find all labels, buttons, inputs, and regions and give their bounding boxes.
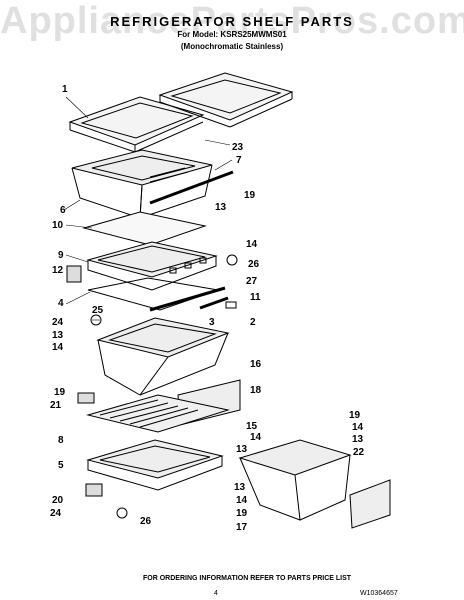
callout-label: 26 — [140, 516, 152, 527]
page-number: 4 — [214, 590, 218, 597]
callout-label: 17 — [236, 522, 248, 533]
callout-label: 1 — [62, 84, 68, 95]
glass-shelf-lower — [86, 394, 230, 433]
slide-part — [199, 296, 229, 310]
callout-label: 13 — [52, 330, 64, 341]
callout-label: 14 — [352, 422, 364, 433]
shelf-frame — [86, 439, 224, 491]
right-drawer — [238, 439, 352, 521]
drawer-rail — [149, 170, 234, 205]
callout-label: 23 — [232, 142, 244, 153]
lower-drawer — [96, 317, 230, 396]
callout-label: 25 — [92, 305, 104, 316]
side-rail — [149, 286, 226, 312]
clip — [225, 301, 237, 309]
callout-label: 4 — [58, 298, 64, 309]
callout-label: 14 — [246, 239, 258, 250]
callout-label: 10 — [52, 220, 64, 231]
callout-label: 21 — [50, 400, 62, 411]
roller-wheel — [90, 314, 102, 326]
page-title: REFRIGERATOR SHELF PARTS — [110, 14, 354, 29]
small-clip — [85, 483, 103, 497]
callout-label: 18 — [250, 385, 262, 396]
roller-wheel-bottom — [116, 507, 128, 519]
callout-label: 5 — [58, 460, 64, 471]
callout-label: 14 — [250, 432, 262, 443]
callout-label: 13 — [352, 434, 364, 445]
model-line: For Model: KSRS25MWMS01 — [177, 30, 287, 39]
callout-label: 20 — [52, 495, 64, 506]
crisper-cover-frame — [86, 241, 218, 291]
upper-crisper-drawer — [71, 149, 213, 219]
ordering-note: FOR ORDERING INFORMATION REFER TO PARTS … — [143, 575, 352, 582]
callout-label: 9 — [58, 250, 64, 261]
callout-label: 14 — [52, 342, 64, 353]
callout-label: 8 — [58, 435, 64, 446]
callout-label: 13 — [234, 482, 246, 493]
callout-label: 7 — [236, 155, 242, 166]
handle-clip — [77, 392, 95, 404]
callout-label: 16 — [250, 359, 262, 370]
callout-label: 3 — [209, 317, 215, 328]
callout-label: 19 — [236, 508, 248, 519]
callout-label: 12 — [52, 265, 64, 276]
glass-shelf-left — [68, 96, 205, 153]
cover-glass — [82, 211, 207, 246]
callout-label: 19 — [349, 410, 361, 421]
callout-label: 24 — [50, 508, 62, 519]
cover-panel — [87, 277, 219, 311]
callout-label: 27 — [246, 276, 258, 287]
callout-label: 15 — [246, 421, 258, 432]
callout-label: 11 — [250, 292, 261, 303]
callout-label: 19 — [244, 190, 256, 201]
watermark: AppliancePartsPros.com — [0, 0, 464, 42]
roller-wheel-right — [226, 254, 238, 266]
callout-label: 22 — [353, 447, 365, 458]
callout-label: 14 — [236, 495, 248, 506]
callout-label: 6 — [60, 205, 66, 216]
callout-label: 24 — [52, 317, 64, 328]
callout-label: 19 — [54, 387, 66, 398]
bracket — [66, 265, 82, 283]
callout-label: 2 — [250, 317, 256, 328]
callout-label: 26 — [248, 259, 260, 270]
variant-line: (Monochromatic Stainless) — [180, 42, 284, 51]
callout-label: 13 — [236, 444, 248, 455]
callout-label: 13 — [215, 202, 227, 213]
doc-number: W10364657 — [360, 590, 398, 597]
right-drawer-front — [349, 479, 391, 529]
glass-shelf-right — [158, 72, 294, 128]
